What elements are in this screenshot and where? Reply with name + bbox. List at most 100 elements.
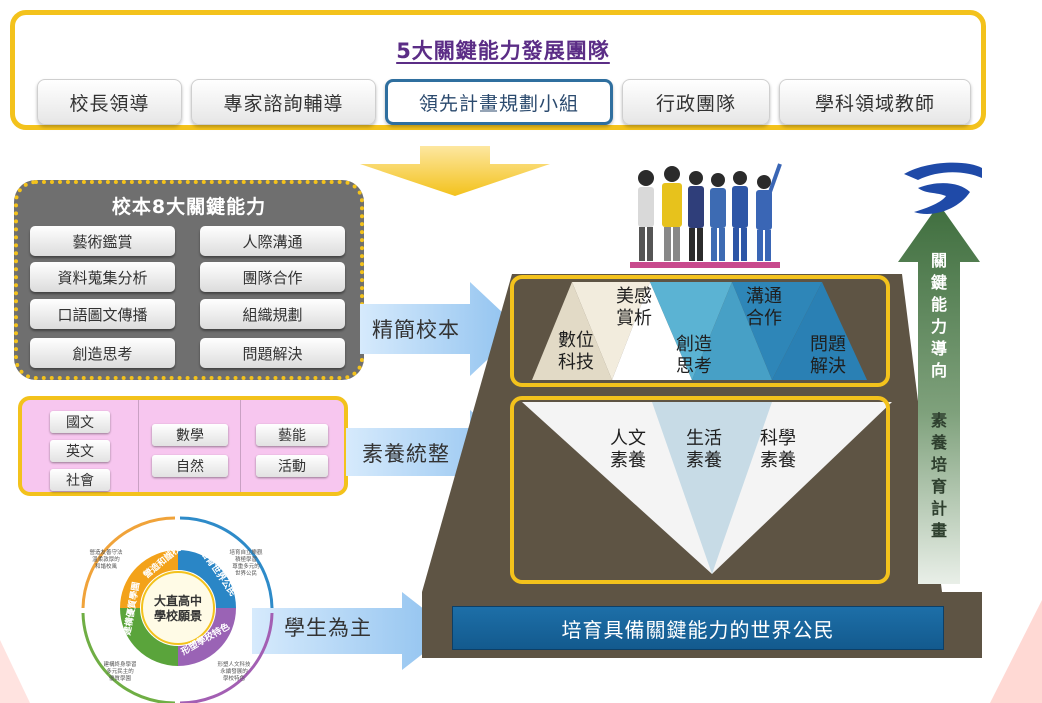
side-char: 能 [930,295,947,314]
ability-communication: 人際溝通 [200,226,345,256]
wheel-arc-purple [177,607,236,666]
team-member-experts[interactable]: 專家諮詢輔導 [191,79,376,125]
competency-line: 創造 [676,334,712,355]
competency-line: 美感 [616,286,652,307]
vision-note-line: 學校特色 [222,676,245,682]
literacy-frame [510,396,890,584]
team-member-principal[interactable]: 校長領導 [37,79,182,125]
subject-science: 自然 [152,455,228,477]
vision-note-line: 積極學習 [234,557,257,563]
competency-line: 溝通 [746,286,782,307]
side-char: 育 [930,477,947,496]
vision-note-line: 多元民主的 [106,669,134,675]
subject-divider [138,400,139,492]
competency-tri-digital [532,282,612,380]
side-char: 關 [930,251,947,270]
side-arrow-bottom-text: 素 養 培 育 計 畫 [927,410,951,542]
ability-planning: 組織規劃 [200,299,345,329]
vision-note-line: 形塑人文科技 [217,662,251,668]
vision-center-line1: 大直高中 [153,594,202,608]
literacy-line: 素養 [610,450,646,471]
ability-teamwork: 團隊合作 [200,262,345,292]
team-member-admin[interactable]: 行政團隊 [622,79,770,125]
side-char: 養 [930,433,947,452]
side-char: 素 [930,411,947,430]
competency-line: 思考 [676,356,712,377]
team-member-planning[interactable]: 領先計畫規劃小組 [385,79,613,125]
ability-creativity: 創造思考 [30,338,175,368]
subject-social: 社會 [50,469,110,491]
base-goal: 培育具備關鍵能力的世界公民 [452,606,944,650]
vision-note-line: 永續發展的 [220,669,248,675]
literacy-line: 人文 [610,428,646,449]
ability-art-appreciation: 藝術鑑賞 [30,226,175,256]
competency-frame [510,275,890,387]
vision-note-line: 尊重多元的 [232,564,260,570]
competency-tri-edge [772,282,867,380]
wheel-arc-green [120,607,179,666]
literacy-line: 科學 [760,428,796,449]
vision-note-line: 和諧校風 [94,564,117,570]
wheel-ring-orange [81,516,176,609]
ability-title: 校本8大關鍵能力 [111,196,267,218]
competency-creative: 創造 思考 [666,334,722,378]
literacy-line: 生活 [686,428,722,449]
competency-digital: 數位 科技 [548,330,604,374]
competency-tri-aesthetic [572,282,650,380]
subject-activities: 活動 [256,455,328,477]
vision-note-harmony: 營造友善守法 溫柔敦厚的 和諧校風 [84,550,128,571]
team-member-teachers[interactable]: 學科領域教師 [779,79,971,125]
side-char: 力 [930,317,947,336]
side-char: 鍵 [930,273,947,292]
subject-chinese: 國文 [50,411,110,433]
vision-note-line: 世界公民 [234,571,257,577]
simplify-arrow-icon [360,282,520,376]
competency-tri-communication [650,282,732,380]
competency-tri-creative [612,282,692,380]
vision-note-citizen: 培育自立樂觀 積極學習 尊重多元的 世界公民 [222,550,270,578]
side-char: 向 [930,361,947,380]
competency-communication: 溝通 合作 [736,286,792,330]
student-arrow-icon [252,592,452,670]
literacy-life: 生活 素養 [676,428,732,472]
literacy-v-center [652,402,772,574]
pyramid [422,274,942,592]
corner-accent-left [0,640,30,703]
competency-line: 科技 [558,352,594,373]
side-up-arrow-icon [898,204,980,584]
competency-aesthetic: 美感 賞析 [606,286,662,330]
subject-math: 數學 [152,424,228,446]
corner-accent-right [990,600,1042,703]
integrate-label: 素養統整 [362,442,450,466]
competency-tri-problem [692,282,772,380]
team-title: 5大關鍵能力發展團隊 [396,39,610,63]
side-char: 計 [930,499,947,518]
wheel-arc-blue [177,550,236,609]
school-logo-icon [904,162,982,214]
ability-problem-solving: 問題解決 [200,338,345,368]
vision-note-line: 建構終身學習 [103,662,137,668]
vision-note-line: 溫柔敦厚的 [92,557,120,563]
side-char: 畫 [930,521,947,540]
student-figure [756,163,782,261]
side-char: 導 [930,339,947,358]
vision-note-feature: 形塑人文科技 永續發展的 學校特色 [210,662,258,683]
subject-arts: 藝能 [256,424,328,446]
literacy-line: 素養 [760,450,796,471]
team-panel: 5大關鍵能力發展團隊 校長領導 專家諮詢輔導 領先計畫規劃小組 行政團隊 學科領… [10,10,986,130]
side-arrow-top-text: 關 鍵 能 力 導 向 [927,250,951,382]
wheel-ring-purple [179,612,274,703]
competency-line: 解決 [810,356,846,377]
down-arrow-icon [360,146,550,196]
wheel-center [141,571,215,645]
ability-media: 口語圖文傳播 [30,299,175,329]
vision-note-campus: 建構終身學習 多元民主的 優質學園 [96,662,144,683]
competency-line: 數位 [558,330,594,351]
student-figure [710,173,726,261]
subject-english: 英文 [50,440,110,462]
vision-note-line: 優質學園 [108,676,131,682]
vision-center-line2: 學校願景 [153,609,202,623]
simplify-label: 精簡校本 [372,318,460,342]
competency-problem: 問題 解決 [800,334,856,378]
student-figure [662,166,682,261]
